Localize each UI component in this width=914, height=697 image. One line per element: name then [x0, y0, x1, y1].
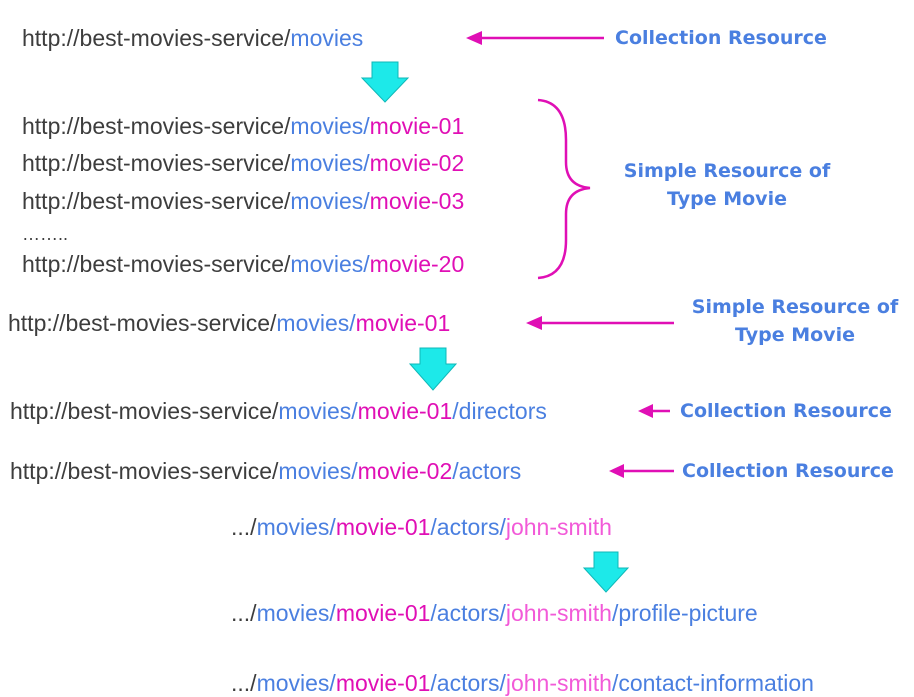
- url-collection: movies: [290, 25, 364, 51]
- url-prefix: .../: [231, 514, 257, 540]
- url-base: http://best-movies-service/: [22, 251, 291, 277]
- url-collection: movies/: [276, 310, 356, 336]
- url-john-smith: .../movies/movie-01/actors/john-smith: [231, 513, 612, 541]
- url-movie-03: http://best-movies-service/movies/movie-…: [22, 187, 464, 215]
- url-profile-picture: .../movies/movie-01/actors/john-smith/pr…: [231, 599, 758, 627]
- url-prefix: .../: [231, 600, 257, 626]
- url-item: movie-01: [335, 514, 431, 540]
- url-base: http://best-movies-service/: [22, 25, 291, 51]
- url-tail: /profile-picture: [611, 600, 758, 626]
- label-collection-resource-actors: Collection Resource: [682, 460, 894, 482]
- label-line: Simple Resource of: [623, 160, 831, 182]
- arrow-collection-actors: [609, 464, 674, 478]
- url-base: http://best-movies-service/: [22, 150, 291, 176]
- url-movie-02: http://best-movies-service/movies/movie-…: [22, 149, 464, 177]
- url-collection: movies/: [278, 398, 358, 424]
- label-simple-resource-single: Simple Resource of Type Movie: [688, 293, 902, 349]
- url-actors: http://best-movies-service/movies/movie-…: [10, 457, 521, 485]
- label-simple-resource-group: Simple Resource of Type Movie: [620, 157, 834, 213]
- down-arrow-2: [408, 347, 458, 391]
- curly-brace: [537, 98, 591, 280]
- url-movie-20: http://best-movies-service/movies/movie-…: [22, 250, 464, 278]
- label-line: Simple Resource of: [691, 296, 899, 318]
- url-collection: movies/: [256, 600, 336, 626]
- url-item: movie-01: [335, 670, 431, 696]
- url-base: http://best-movies-service/: [22, 113, 291, 139]
- down-arrow-1: [360, 61, 410, 103]
- url-tail: /contact-information: [611, 670, 814, 696]
- url-movie-01: http://best-movies-service/movies/movie-…: [22, 112, 464, 140]
- url-item: movie-02: [357, 458, 453, 484]
- url-collection: movies/: [290, 188, 370, 214]
- url-mid: /actors/: [430, 670, 506, 696]
- url-item: movie-01: [335, 600, 431, 626]
- url-base: http://best-movies-service/: [10, 398, 279, 424]
- url-sub-item: john-smith: [505, 670, 612, 696]
- label-line: Type Movie: [735, 324, 855, 346]
- down-arrow-3: [582, 551, 630, 593]
- url-sub-item: john-smith: [505, 514, 612, 540]
- url-movies-collection: http://best-movies-service/movies: [22, 24, 363, 52]
- url-item: movie-03: [369, 188, 465, 214]
- arrow-collection-directors: [638, 404, 670, 418]
- url-item: movie-01: [357, 398, 453, 424]
- url-ellipsis: ……..: [22, 224, 69, 244]
- url-base: http://best-movies-service/: [22, 188, 291, 214]
- url-item: movie-01: [369, 113, 465, 139]
- url-contact-information: .../movies/movie-01/actors/john-smith/co…: [231, 669, 814, 697]
- url-sub-item: john-smith: [505, 600, 612, 626]
- url-collection: movies/: [256, 670, 336, 696]
- url-collection: movies/: [290, 150, 370, 176]
- url-sub-collection: /actors: [452, 458, 522, 484]
- url-mid: /actors/: [430, 600, 506, 626]
- url-sub-collection: /directors: [452, 398, 547, 424]
- url-collection: movies/: [290, 251, 370, 277]
- url-prefix: .../: [231, 670, 257, 696]
- url-item: movie-01: [355, 310, 451, 336]
- url-collection: movies/: [278, 458, 358, 484]
- url-collection: movies/: [290, 113, 370, 139]
- arrow-simple-single: [526, 316, 674, 330]
- label-collection-resource-1: Collection Resource: [615, 27, 827, 49]
- url-item: movie-02: [369, 150, 465, 176]
- label-line: Type Movie: [667, 188, 787, 210]
- url-base: http://best-movies-service/: [8, 310, 277, 336]
- url-mid: /actors/: [430, 514, 506, 540]
- url-item: movie-20: [369, 251, 465, 277]
- url-single-movie: http://best-movies-service/movies/movie-…: [8, 309, 450, 337]
- label-collection-resource-directors: Collection Resource: [680, 400, 892, 422]
- url-base: http://best-movies-service/: [10, 458, 279, 484]
- arrow-collection-1: [466, 31, 604, 45]
- url-directors: http://best-movies-service/movies/movie-…: [10, 397, 547, 425]
- url-collection: movies/: [256, 514, 336, 540]
